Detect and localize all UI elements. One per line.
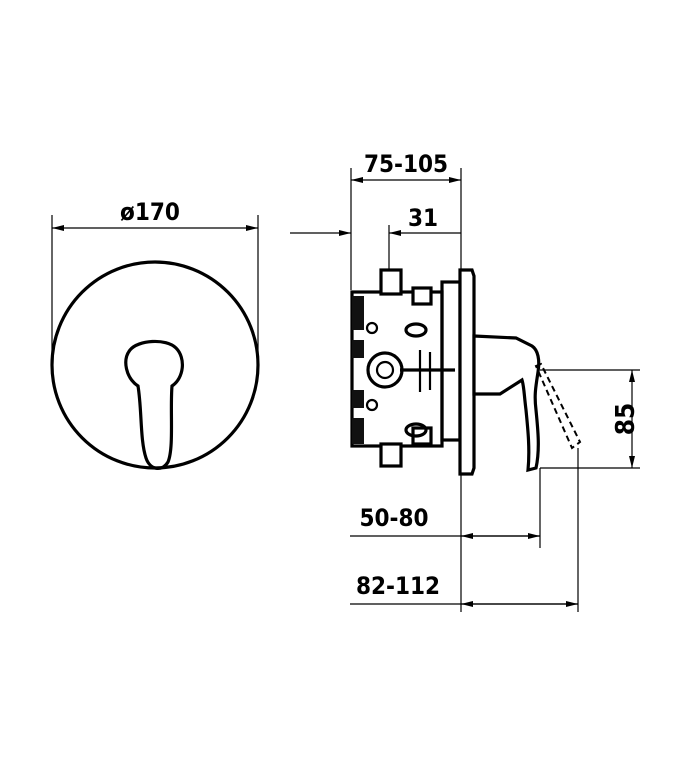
side-view: 75-105 31 bbox=[290, 150, 641, 612]
front-view: ø170 bbox=[50, 198, 260, 470]
side-block-3 bbox=[352, 390, 364, 408]
side-block-2 bbox=[352, 340, 364, 358]
inlet-label: 31 bbox=[408, 204, 438, 232]
total-projection-label: 82-112 bbox=[356, 572, 440, 600]
top-inlet-right bbox=[411, 286, 433, 306]
cartridge-inner bbox=[375, 360, 395, 380]
bottom-outlet-left bbox=[379, 442, 403, 468]
depth-range-label: 75-105 bbox=[364, 150, 448, 178]
valve-body bbox=[350, 268, 455, 468]
top-inlet-left bbox=[379, 268, 403, 296]
wall-plate-front bbox=[458, 268, 476, 476]
wall-plate-rear bbox=[440, 280, 462, 442]
port-2 bbox=[365, 398, 379, 412]
front-rosette-outline bbox=[50, 260, 260, 470]
front-lever-handle bbox=[124, 339, 184, 470]
height-label: 85 bbox=[611, 403, 641, 436]
side-block-1 bbox=[352, 296, 364, 330]
port-1 bbox=[365, 321, 379, 335]
diameter-label: ø170 bbox=[120, 198, 180, 226]
valve-ellipse-bottom bbox=[404, 422, 428, 438]
cartridge-outer bbox=[366, 351, 404, 389]
valve-ellipse-top bbox=[404, 322, 428, 338]
side-block-4 bbox=[352, 418, 364, 444]
lever-tilted-dashed bbox=[534, 362, 582, 450]
handle-offset-label: 50-80 bbox=[359, 504, 428, 532]
side-lever bbox=[472, 334, 541, 473]
